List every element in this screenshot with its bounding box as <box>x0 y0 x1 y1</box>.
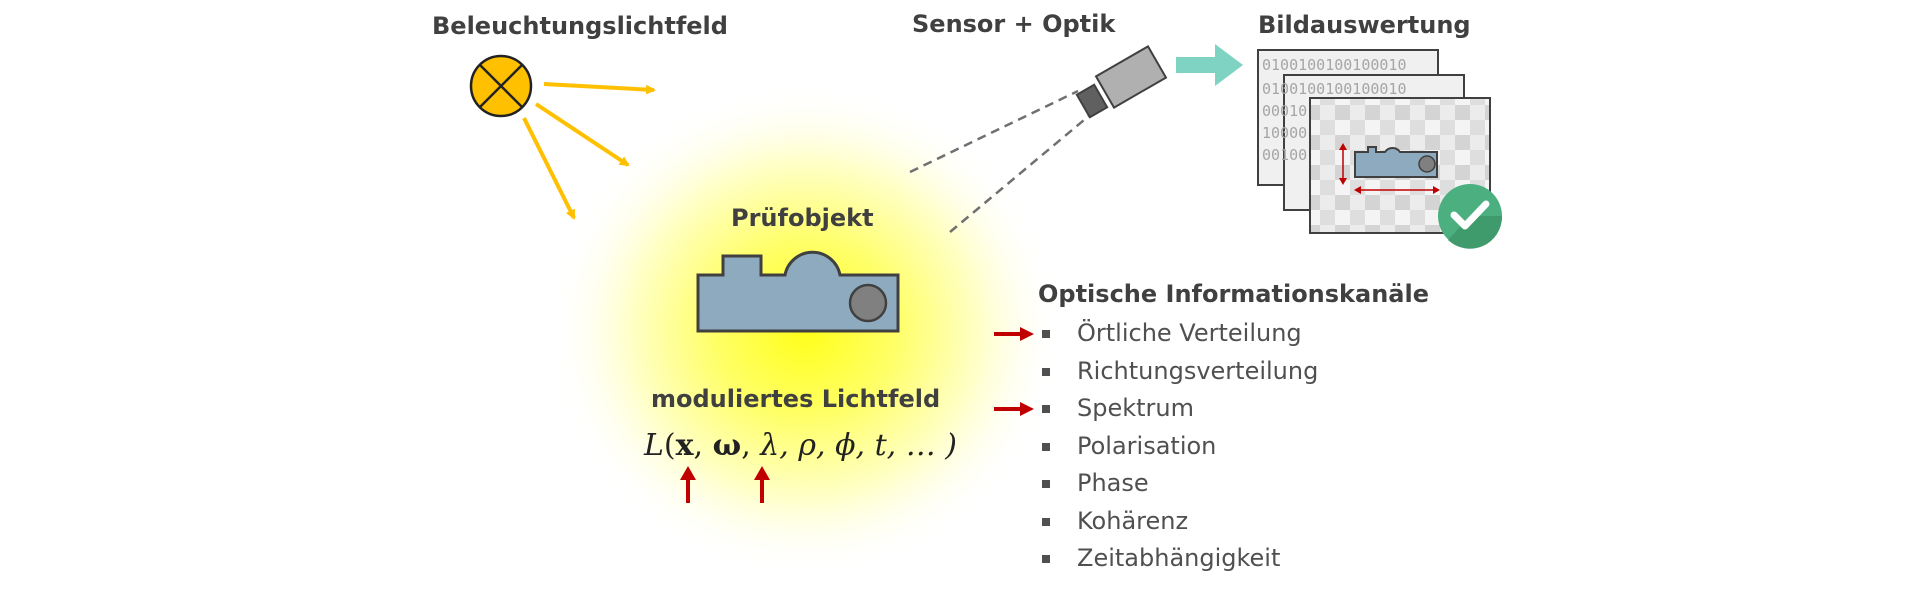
test-object-icon <box>696 250 900 333</box>
image-stack: 0100100100100010 0100100100100010 00010 … <box>1257 49 1491 234</box>
formula-x: x <box>675 428 694 463</box>
channel-item: Richtungsverteilung <box>1040 353 1318 391</box>
binary-row: 00010 <box>1262 102 1307 120</box>
channel-item: Kohärenz <box>1040 503 1318 541</box>
channel-item: Spektrum <box>994 390 1318 428</box>
lightfield-formula: L(x, ω, λ, ρ, ϕ, t, … ) <box>644 428 957 463</box>
evaluation-title: Bildauswertung <box>1258 11 1471 39</box>
lamp-cross-icon <box>469 54 533 118</box>
channel-label: Örtliche Verteilung <box>1077 319 1302 347</box>
binary-row: 0100100100100010 <box>1262 56 1407 74</box>
light-ray <box>543 82 656 95</box>
camera-icon <box>1075 45 1168 119</box>
light-ray <box>534 102 630 167</box>
channel-item: Phase <box>1040 465 1318 503</box>
formula-rest: , ρ, ϕ, t, … ) <box>779 428 957 463</box>
channel-item: Polarisation <box>1040 428 1318 466</box>
formula-highlight-arrows <box>680 466 770 503</box>
red-arrow-icon <box>994 402 1034 416</box>
channel-label: Spektrum <box>1077 394 1194 422</box>
channel-label: Richtungsverteilung <box>1077 356 1319 385</box>
channel-label: Zeitabhängigkeit <box>1077 544 1281 572</box>
object-title: Prüfobjekt <box>731 204 874 232</box>
formula-lambda: λ <box>760 428 780 463</box>
mini-object-icon <box>1354 146 1438 178</box>
light-ray <box>522 117 576 220</box>
light-rays <box>522 82 656 220</box>
formula-open: ( <box>663 428 676 463</box>
sensor-title: Sensor + Optik <box>912 10 1116 38</box>
channel-item: Zeitabhängigkeit <box>1040 540 1318 578</box>
check-circle-icon <box>1438 184 1503 249</box>
channel-item: Örtliche Verteilung <box>994 315 1318 353</box>
channel-label: Polarisation <box>1077 431 1217 460</box>
channels-title: Optische Informationskanäle <box>1038 280 1429 308</box>
binary-row: 10000 <box>1262 124 1307 142</box>
camera-view-lines <box>909 89 1091 233</box>
lightfield-title: moduliertes Lichtfeld <box>651 385 941 413</box>
binary-row: 00100 <box>1262 146 1307 164</box>
formula-func: L <box>644 428 664 463</box>
illumination-title: Beleuchtungslichtfeld <box>432 12 728 40</box>
teal-arrow-icon <box>1176 44 1243 86</box>
red-arrow-icon <box>994 327 1034 341</box>
channel-label: Phase <box>1077 469 1149 497</box>
binary-row: 0100100100100010 <box>1262 80 1407 98</box>
formula-omega: ω <box>712 428 742 463</box>
channel-label: Kohärenz <box>1077 506 1189 535</box>
